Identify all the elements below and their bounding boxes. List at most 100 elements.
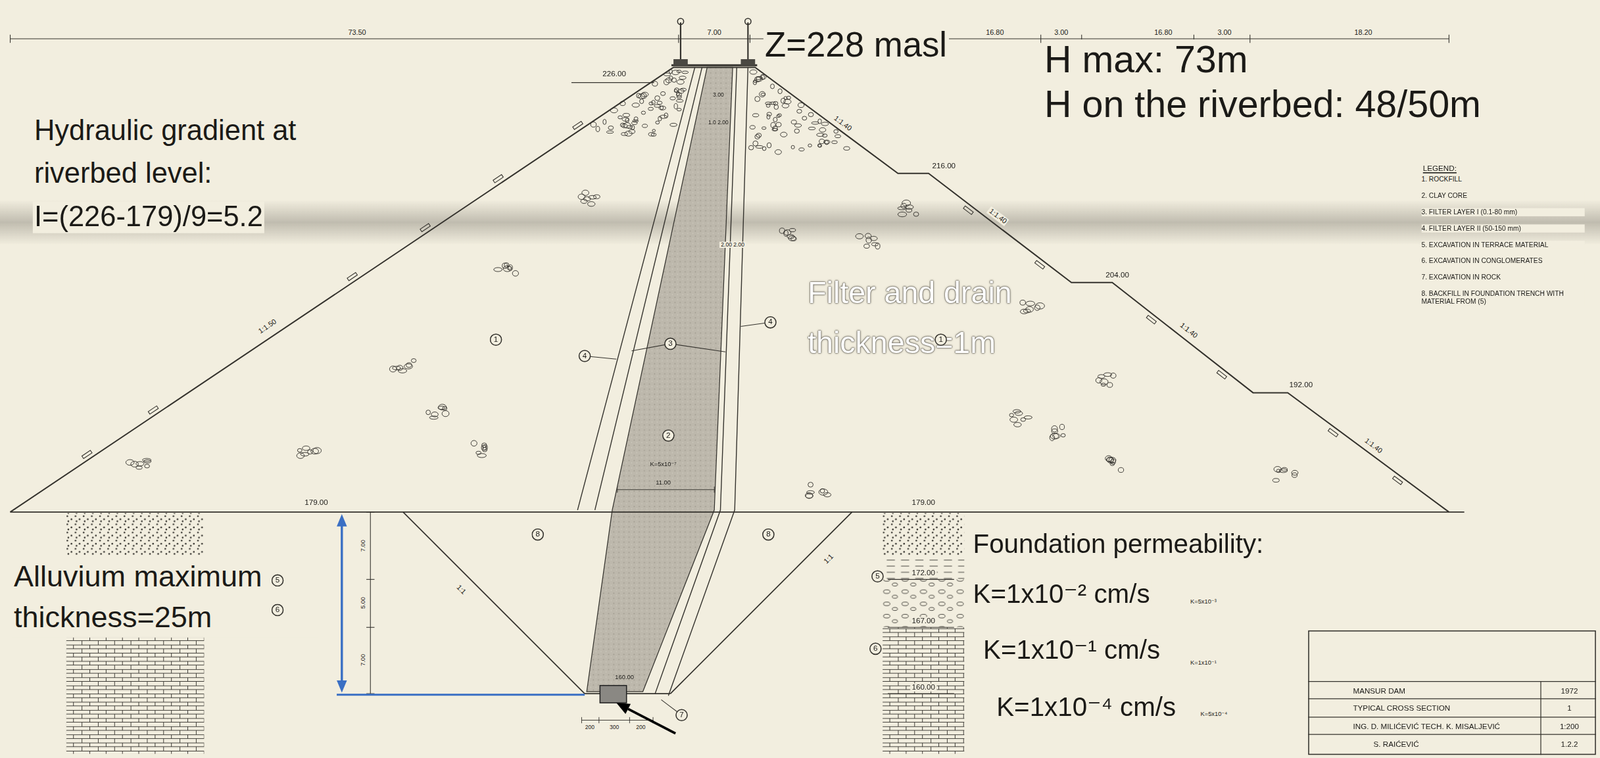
rock-cobble: [805, 493, 813, 499]
annotation-label: H on the riverbed: 48/50m: [1042, 84, 1483, 126]
riprap-stone: [791, 145, 795, 149]
riprap-stone: [590, 122, 596, 128]
rock-cobble: [476, 451, 482, 455]
trench-line: [584, 693, 671, 695]
rock-cobble: [507, 266, 512, 270]
annotation-label: K=1x10⁻⁴ cm/s: [994, 692, 1178, 722]
annotation-label: Foundation permeability:: [971, 529, 1265, 559]
riprap-stone: [664, 113, 669, 119]
annotation-label: 300: [608, 724, 621, 731]
callout-number: 6: [873, 645, 878, 654]
riprap-stone: [754, 134, 761, 140]
annotation-label: 7.00: [359, 653, 367, 669]
rock-cobble: [470, 440, 477, 447]
callout-number: 8: [535, 530, 540, 539]
riprap-stone: [773, 101, 778, 106]
rock-cobble: [426, 410, 431, 415]
callout-circle: 6: [869, 643, 882, 656]
rock-cobble: [1009, 413, 1014, 417]
callout-number: 6: [275, 606, 280, 615]
riprap-stone: [608, 126, 614, 131]
terrace-hatch: [66, 512, 204, 556]
rock-cobble: [1014, 422, 1022, 428]
legend-entry: 7. EXCAVATION IN ROCK: [1421, 273, 1585, 282]
rock-cobble: [442, 406, 448, 411]
riprap-stone: [649, 101, 654, 106]
riprap-stone: [641, 124, 648, 128]
riprap-stone: [603, 119, 607, 125]
riprap-stone: [772, 128, 778, 131]
annotation-label: 73.50: [346, 28, 368, 37]
riprap-stone: [680, 88, 687, 91]
riprap-stone: [831, 140, 838, 144]
annotation-label: 200: [634, 724, 648, 731]
rock-cobble: [1014, 411, 1023, 416]
riprap-stone: [799, 147, 805, 152]
riprap-stone: [754, 96, 761, 102]
rock-cobble: [1035, 303, 1045, 310]
rock-cobble: [136, 461, 145, 467]
riprap-stone: [652, 81, 658, 87]
rock-cobble: [897, 211, 907, 217]
dimension-tick: [678, 34, 679, 43]
title-block-text: TYPICAL CROSS SECTION: [1352, 704, 1451, 714]
riprap-stone: [761, 126, 766, 130]
slope-protection-mark: [493, 174, 504, 184]
riprap-stone: [766, 142, 771, 148]
pointer-arrow-line: [628, 708, 676, 734]
callout-number: 4: [768, 318, 773, 327]
rock-cobble: [1095, 377, 1102, 383]
callout-number: 1: [938, 336, 943, 344]
drainage-gallery: [599, 685, 627, 704]
callout-circle: 1: [934, 333, 947, 346]
annotation-label: Hydraulic gradient at riverbed level:: [32, 109, 370, 195]
riprap-stone: [676, 108, 682, 112]
legend-entry: 4. FILTER LAYER II (50-150 mm): [1421, 224, 1585, 233]
dimension-line: [370, 512, 371, 694]
clay-core: [586, 67, 733, 692]
rock-cobble: [789, 228, 796, 232]
riprap-stone: [752, 140, 759, 146]
parapet: [673, 59, 688, 66]
riprap-stone: [770, 84, 775, 89]
annotation-label: 16.80: [984, 28, 1006, 37]
annotation-label: 179.00: [303, 499, 330, 508]
riprap-stone: [765, 101, 772, 105]
riprap-stone: [627, 125, 633, 129]
riprap-stone: [798, 102, 805, 108]
riprap-stone: [654, 104, 661, 108]
rock-cobble: [823, 492, 831, 497]
slope-protection-mark: [1146, 315, 1157, 325]
water-level-line: [571, 82, 655, 83]
riprap-stone: [777, 88, 782, 94]
dimension-tick: [366, 579, 375, 581]
rock-cobble: [441, 411, 450, 417]
riprap-stone: [748, 145, 754, 150]
dimension-tick: [616, 486, 618, 493]
rock-cobble: [477, 453, 487, 458]
riprap-stone: [620, 122, 625, 127]
filter-line: [668, 67, 748, 696]
riprap-stone: [620, 101, 626, 106]
trench-line: [670, 512, 852, 694]
riprap-stone: [775, 122, 782, 127]
riprap-stone: [818, 119, 822, 124]
rock-cobble: [1051, 426, 1058, 433]
slope-protection-mark: [1216, 370, 1227, 379]
annotation-label: 7.00: [359, 538, 367, 554]
rock-cobble: [580, 199, 588, 204]
slope-protection-mark: [963, 205, 974, 215]
riprap-stone: [802, 116, 807, 121]
rock-cobble: [902, 199, 911, 206]
annotation-label: K=5x10⁻³: [1188, 598, 1219, 606]
title-block-rule: [1308, 698, 1597, 700]
thickness-arrow-line: [340, 524, 343, 684]
rock-cobble: [406, 363, 412, 368]
dimension-line: [617, 489, 715, 490]
rock-cobble: [870, 236, 878, 241]
legend-entry: 6. EXCAVATION IN CONGLOMERATES: [1421, 257, 1585, 266]
title-block: MANSUR DAM1972TYPICAL CROSS SECTION1ING.…: [1308, 630, 1597, 755]
callout-number: 1: [493, 336, 498, 344]
riprap-stone: [610, 107, 618, 114]
